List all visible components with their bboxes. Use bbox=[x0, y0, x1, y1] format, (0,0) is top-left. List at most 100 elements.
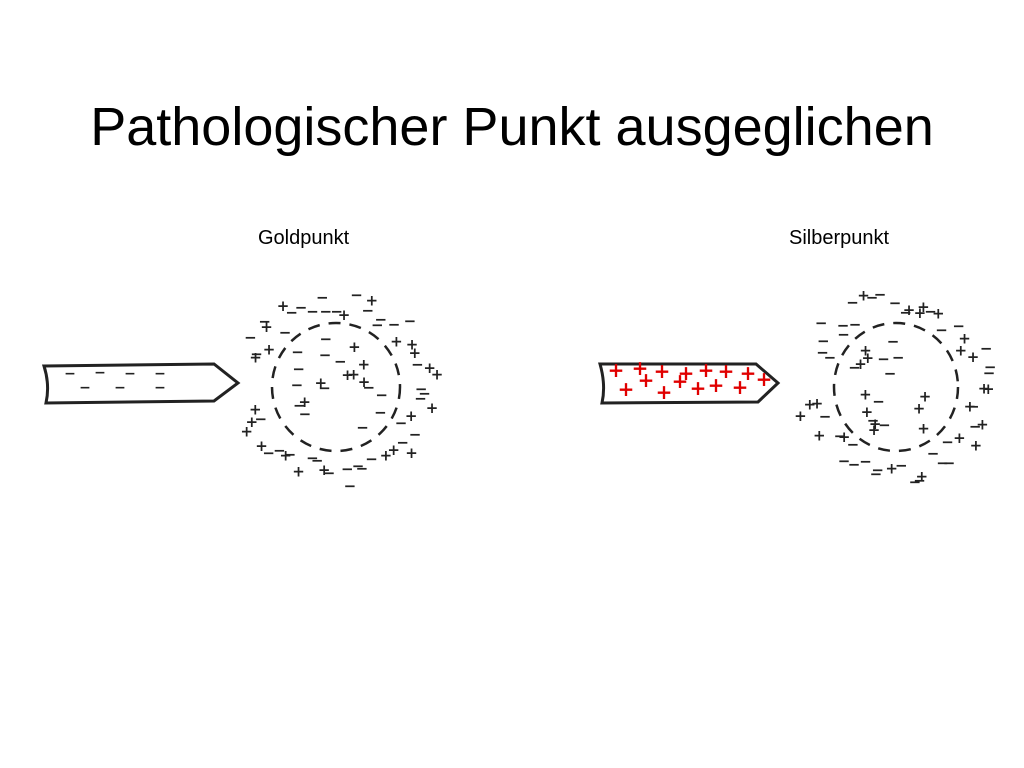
plus-charge: + bbox=[804, 396, 817, 414]
minus-charge: − bbox=[396, 433, 409, 451]
plus-charge: + bbox=[903, 301, 916, 319]
plus-charge: + bbox=[380, 446, 393, 464]
plus-charge: + bbox=[292, 463, 305, 481]
plus-charge: + bbox=[390, 333, 403, 351]
minus-charge: − bbox=[969, 417, 982, 435]
plus-charge: + bbox=[859, 342, 872, 360]
minus-charge: − bbox=[415, 380, 428, 398]
minus-charge: − bbox=[887, 332, 900, 350]
plus-charge: + bbox=[917, 419, 930, 437]
minus-charge: − bbox=[924, 302, 937, 320]
minus-charge: − bbox=[935, 321, 948, 339]
plus-charge: + bbox=[406, 336, 419, 354]
minus-charge: − bbox=[870, 465, 883, 483]
minus-charge: − bbox=[877, 350, 890, 368]
minus-charge: − bbox=[279, 324, 292, 342]
minus-charge: − bbox=[293, 396, 306, 414]
minus-charge: − bbox=[815, 314, 828, 332]
minus-charge: − bbox=[941, 433, 954, 451]
minus-charge: − bbox=[154, 380, 166, 396]
minus-charge: − bbox=[414, 390, 427, 408]
plus-charge: + bbox=[732, 375, 749, 399]
plus-charge: + bbox=[249, 401, 262, 419]
minus-charge: − bbox=[363, 378, 376, 396]
minus-charge: − bbox=[350, 286, 363, 304]
minus-charge: − bbox=[874, 286, 887, 304]
minus-charge: − bbox=[250, 345, 263, 363]
plus-charge: + bbox=[366, 292, 379, 310]
plus-charge: + bbox=[632, 356, 649, 380]
minus-charge: − bbox=[967, 398, 980, 416]
minus-charge: − bbox=[374, 404, 387, 422]
minus-charge: − bbox=[980, 340, 993, 358]
minus-charge: − bbox=[356, 459, 369, 477]
silver-needle-charges: +++++++++++++++ bbox=[608, 356, 773, 404]
minus-charge: − bbox=[375, 386, 388, 404]
plus-charge: + bbox=[868, 421, 881, 439]
minus-charge: − bbox=[154, 366, 166, 382]
minus-charge: − bbox=[847, 436, 860, 454]
minus-charge: − bbox=[848, 455, 861, 473]
minus-charge: − bbox=[936, 454, 949, 472]
gold-inner-boundary bbox=[270, 321, 402, 453]
plus-charge: + bbox=[708, 373, 725, 397]
minus-charge: − bbox=[255, 410, 268, 428]
minus-charge: − bbox=[824, 349, 837, 367]
plus-charge: + bbox=[885, 460, 898, 478]
plus-charge: + bbox=[638, 368, 655, 392]
plus-charge: + bbox=[315, 374, 328, 392]
plus-charge: + bbox=[740, 361, 757, 385]
minus-charge: − bbox=[352, 457, 365, 475]
plus-charge: + bbox=[423, 359, 436, 377]
minus-charge: − bbox=[983, 364, 996, 382]
plus-charge: + bbox=[698, 358, 715, 382]
plus-charge: + bbox=[953, 429, 966, 447]
plus-charge: + bbox=[838, 428, 851, 446]
minus-charge: − bbox=[262, 444, 275, 462]
plus-charge: + bbox=[255, 437, 268, 455]
minus-charge: − bbox=[323, 464, 336, 482]
minus-charge: − bbox=[395, 414, 408, 432]
plus-charge: + bbox=[978, 379, 991, 397]
plus-charge: + bbox=[932, 305, 945, 323]
minus-charge: − bbox=[913, 471, 926, 489]
plus-charge: + bbox=[431, 366, 444, 384]
minus-charge: − bbox=[984, 358, 997, 376]
minus-charge: − bbox=[837, 325, 850, 343]
plus-charge: + bbox=[348, 338, 361, 356]
plus-charge: + bbox=[976, 415, 989, 433]
minus-charge: − bbox=[319, 346, 332, 364]
plus-charge: + bbox=[857, 287, 870, 305]
minus-charge: − bbox=[306, 303, 319, 321]
plus-charge: + bbox=[958, 330, 971, 348]
plus-charge: + bbox=[964, 398, 977, 416]
plus-charge: + bbox=[277, 297, 290, 315]
minus-charge: − bbox=[849, 315, 862, 333]
minus-charge: − bbox=[365, 450, 378, 468]
minus-charge: − bbox=[292, 360, 305, 378]
plus-charge: + bbox=[358, 355, 371, 373]
minus-charge: − bbox=[320, 303, 333, 321]
minus-charge: − bbox=[285, 303, 298, 321]
plus-charge: + bbox=[919, 387, 932, 405]
plus-charge: + bbox=[756, 367, 773, 391]
minus-charge: − bbox=[244, 329, 257, 347]
plus-charge: + bbox=[409, 344, 422, 362]
plus-charge: + bbox=[811, 395, 824, 413]
plus-charge: + bbox=[654, 359, 671, 383]
minus-charge: − bbox=[952, 317, 965, 335]
gold-needle-charges: −−−−−−− bbox=[64, 365, 166, 396]
plus-charge: + bbox=[240, 423, 253, 441]
plus-charge: + bbox=[246, 413, 259, 431]
minus-charge: − bbox=[817, 332, 830, 350]
minus-charge: − bbox=[306, 449, 319, 467]
minus-charge: − bbox=[899, 304, 912, 322]
plus-charge: + bbox=[260, 318, 273, 336]
plus-charge: + bbox=[913, 400, 926, 418]
silberpunkt-label: Silberpunkt bbox=[789, 227, 890, 249]
minus-charge: − bbox=[344, 477, 357, 495]
plus-charge: + bbox=[690, 376, 707, 400]
minus-charge: − bbox=[362, 302, 375, 320]
minus-charge: − bbox=[927, 444, 940, 462]
